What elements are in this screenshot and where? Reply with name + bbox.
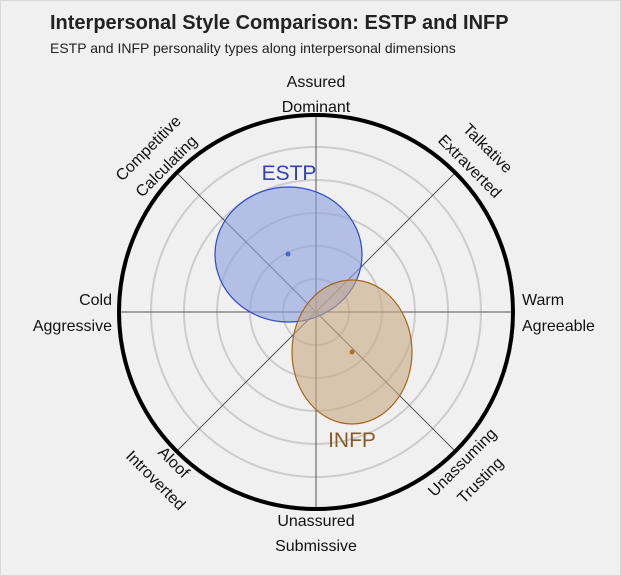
chart-subtitle: ESTP and INFP personality types along in… xyxy=(50,40,456,56)
label-bottom-2: Submissive xyxy=(275,538,357,555)
label-top-2: Dominant xyxy=(282,99,351,116)
infp-center-point xyxy=(349,349,355,355)
outer-ring xyxy=(117,113,515,511)
estp-label: ESTP xyxy=(262,162,317,185)
label-left-2: Aggressive xyxy=(33,318,112,335)
label-bottom-1: Unassured xyxy=(277,513,354,530)
label-right-1: Warm xyxy=(522,292,564,309)
infp-ellipse xyxy=(291,279,413,425)
estp-center-point xyxy=(285,251,291,257)
chart-title: Interpersonal Style Comparison: ESTP and… xyxy=(50,12,509,34)
label-top-1: Assured xyxy=(287,74,346,91)
label-right-2: Agreeable xyxy=(522,318,595,335)
label-left-1: Cold xyxy=(79,292,112,309)
infp-label: INFP xyxy=(328,429,376,452)
